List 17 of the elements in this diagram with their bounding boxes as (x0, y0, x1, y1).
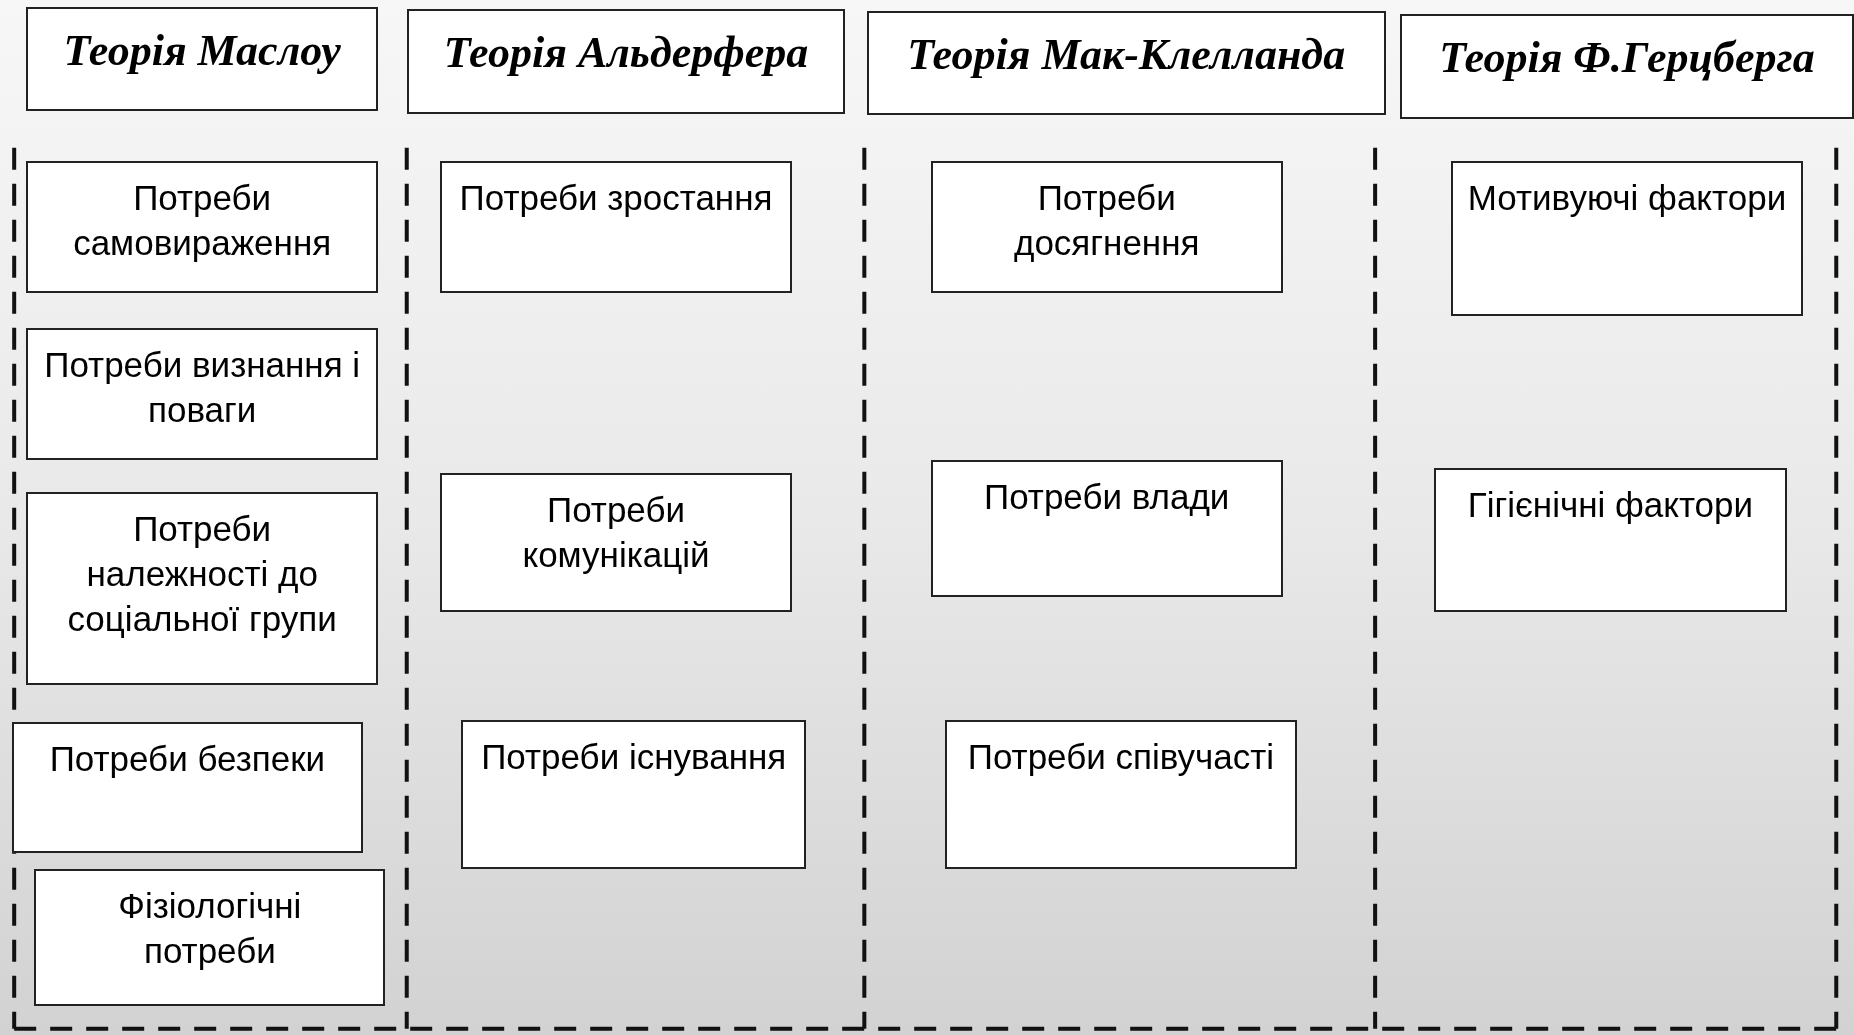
need-box: Потреби визнання і поваги (26, 327, 379, 460)
need-box: Потреби самовираження (26, 160, 379, 294)
header-box: Теорія Альдерфера (406, 9, 846, 114)
need-box: Потреби влади (930, 459, 1283, 598)
header-box: Теорія Маслоу (26, 7, 379, 112)
header-box: Теорія Ф.Герцберга (1399, 14, 1854, 120)
need-box: Мотивуючі фактори (1450, 160, 1804, 316)
need-box: Фізіологічні потреби (34, 869, 386, 1007)
header-box: Теорія Мак-Клелланда (866, 10, 1386, 115)
need-box: Потреби існування (461, 720, 807, 870)
need-box: Потреби досягнення (930, 160, 1283, 294)
need-box: Гігієнічні фактори (1434, 468, 1787, 613)
need-box: Потреби зростання (439, 160, 793, 294)
need-box: Потреби безпеки (11, 722, 363, 853)
need-box: Потреби співучасті (944, 720, 1298, 870)
need-box: Потреби належності до соціальної групи (26, 491, 379, 685)
need-box: Потреби комунікацій (439, 472, 793, 613)
